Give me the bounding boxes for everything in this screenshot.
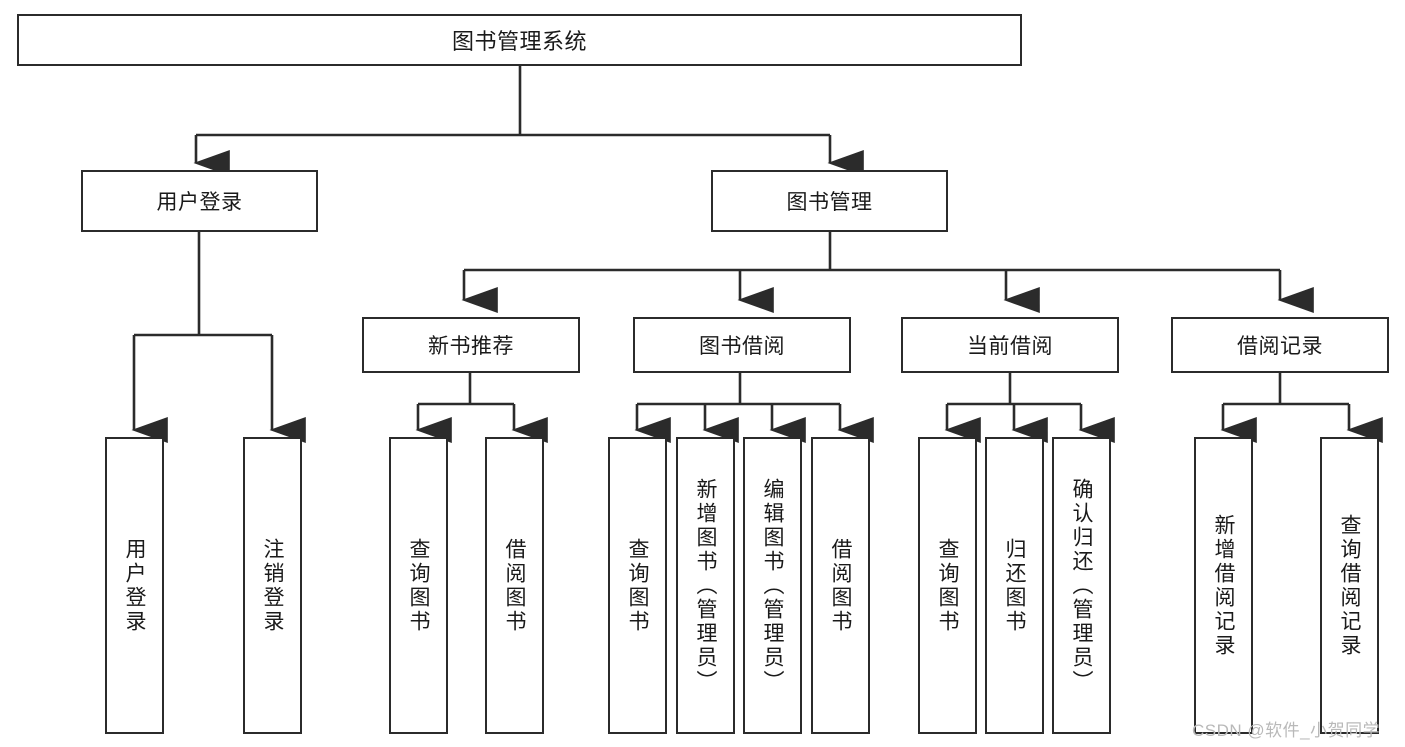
leaf-borrow-book-recommend[interactable]: 借阅图书 xyxy=(485,437,544,734)
leaf-query-book-current[interactable]: 查询图书 xyxy=(918,437,977,734)
leaf-query-book-borrow[interactable]: 查询图书 xyxy=(608,437,667,734)
node-label: 新书推荐 xyxy=(428,335,514,358)
leaf-borrow-book[interactable]: 借阅图书 xyxy=(811,437,870,734)
node-label: 新增借阅记录 xyxy=(1212,513,1235,658)
node-label: 借阅图书 xyxy=(503,537,526,634)
node-label: 编辑图书（管理员） xyxy=(761,477,784,694)
node-borrow-record[interactable]: 借阅记录 xyxy=(1171,317,1389,373)
leaf-query-book-recommend[interactable]: 查询图书 xyxy=(389,437,448,734)
node-user-login[interactable]: 用户登录 xyxy=(81,170,318,232)
leaf-logout[interactable]: 注销登录 xyxy=(243,437,302,734)
node-label: 图书借阅 xyxy=(699,335,785,358)
node-label: 用户登录 xyxy=(123,537,146,634)
node-label: 查询图书 xyxy=(626,537,649,634)
node-label: 图书管理 xyxy=(786,191,873,214)
node-label: 确认归还（管理员） xyxy=(1070,477,1093,694)
node-label: 当前借阅 xyxy=(967,335,1053,358)
node-book-manage[interactable]: 图书管理 xyxy=(711,170,948,232)
node-root-system[interactable]: 图书管理系统 xyxy=(17,14,1022,66)
node-label: 查询图书 xyxy=(936,537,959,634)
csdn-watermark: CSDN @软件_小贺同学 xyxy=(1192,716,1380,741)
watermark-label: CSDN @软件_小贺同学 xyxy=(1192,721,1381,740)
leaf-add-book[interactable]: 新增图书（管理员） xyxy=(676,437,735,734)
node-label: 新增图书（管理员） xyxy=(694,477,717,694)
leaf-query-borrow-record[interactable]: 查询借阅记录 xyxy=(1320,437,1379,734)
node-label: 借阅记录 xyxy=(1237,335,1323,358)
node-label: 用户登录 xyxy=(156,191,243,214)
node-label: 查询图书 xyxy=(407,537,430,634)
node-book-borrow[interactable]: 图书借阅 xyxy=(633,317,851,373)
node-label: 归还图书 xyxy=(1003,537,1026,634)
leaf-add-borrow-record[interactable]: 新增借阅记录 xyxy=(1194,437,1253,734)
leaf-user-login[interactable]: 用户登录 xyxy=(105,437,164,734)
node-new-book-recommend[interactable]: 新书推荐 xyxy=(362,317,580,373)
leaf-confirm-return[interactable]: 确认归还（管理员） xyxy=(1052,437,1111,734)
leaf-return-book[interactable]: 归还图书 xyxy=(985,437,1044,734)
node-label: 查询借阅记录 xyxy=(1338,513,1361,658)
node-label: 注销登录 xyxy=(261,537,284,634)
leaf-edit-book[interactable]: 编辑图书（管理员） xyxy=(743,437,802,734)
node-label: 借阅图书 xyxy=(829,537,852,634)
node-label: 图书管理系统 xyxy=(451,29,587,54)
node-current-borrow[interactable]: 当前借阅 xyxy=(901,317,1119,373)
